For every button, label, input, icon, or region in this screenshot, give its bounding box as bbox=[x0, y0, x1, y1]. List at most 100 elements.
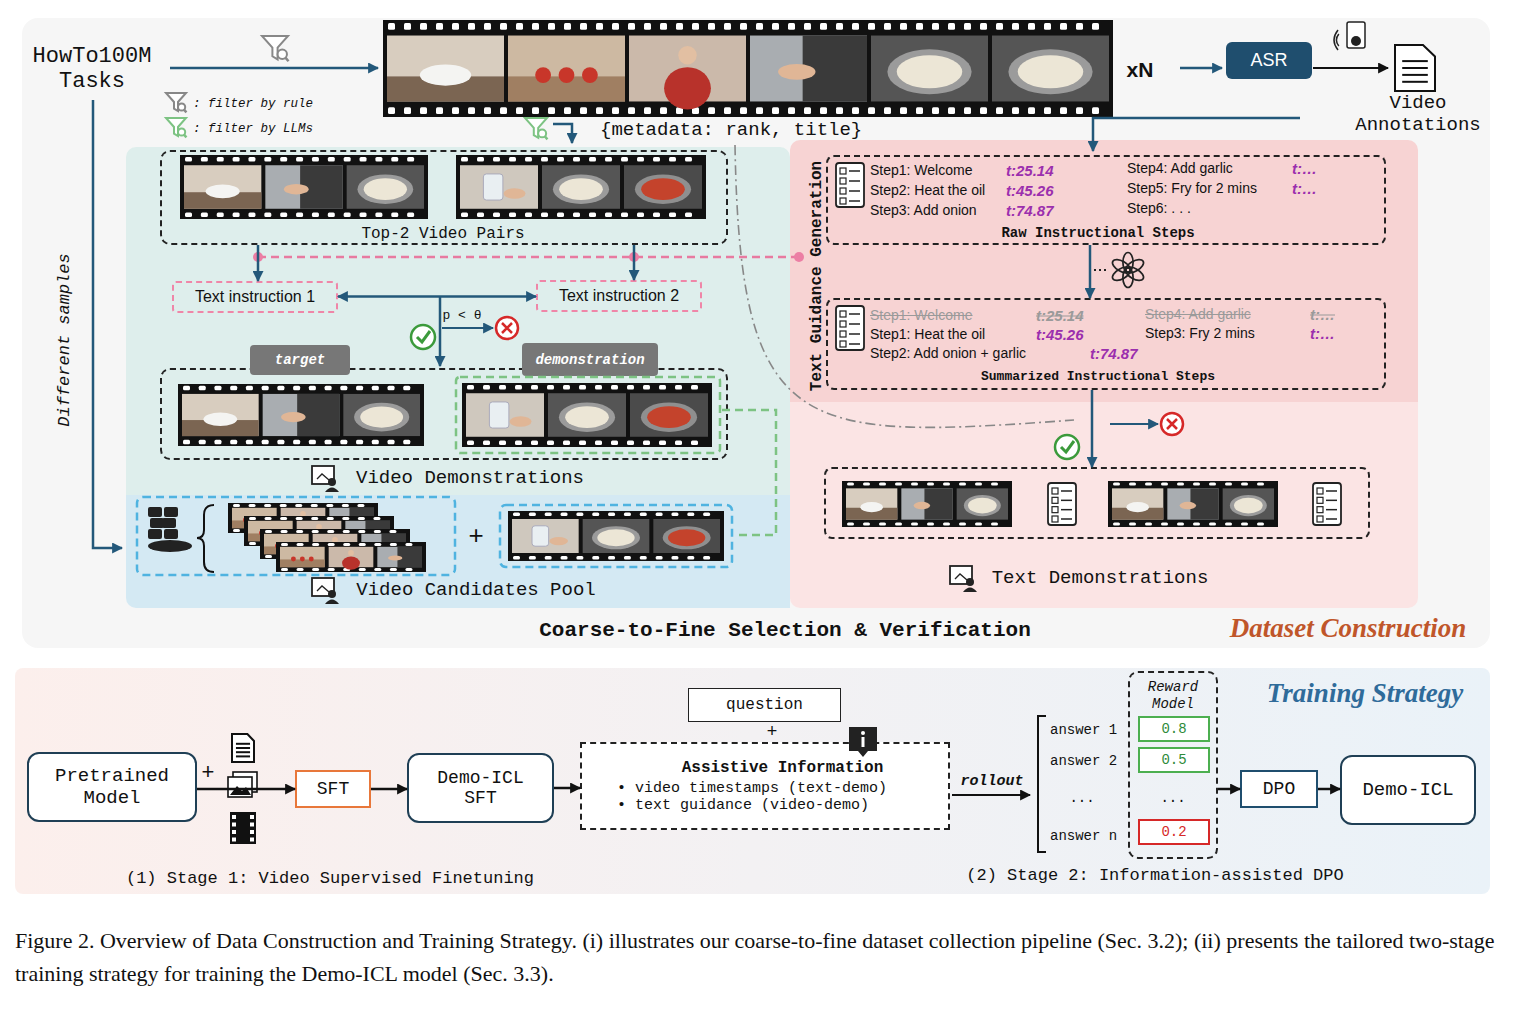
connector bbox=[338, 295, 536, 298]
video-frame-part bbox=[592, 526, 640, 549]
film-strip-part bbox=[611, 441, 618, 445]
film-strip-part bbox=[265, 555, 272, 558]
film-strip-part bbox=[611, 385, 618, 389]
film-strip-part bbox=[621, 213, 628, 217]
film-strip-part bbox=[461, 213, 468, 217]
steps-box: Step1: Welcomet:25.14Step2: Heat the oil… bbox=[826, 155, 1386, 245]
step-text: Step4: Add garlic bbox=[1127, 160, 1233, 176]
video-frame-part bbox=[532, 526, 549, 546]
film-strip-part bbox=[788, 23, 795, 30]
video-frame-part bbox=[387, 76, 504, 101]
video-frame-part bbox=[630, 393, 708, 437]
video-frame bbox=[460, 165, 538, 209]
film-strip-part bbox=[927, 522, 934, 525]
film-strip-part bbox=[407, 157, 414, 161]
film-strip-part bbox=[863, 522, 870, 525]
film-strip-part bbox=[217, 157, 224, 161]
film-strip-part bbox=[312, 543, 319, 546]
plus-sign: + bbox=[202, 759, 215, 785]
video-frame-part bbox=[663, 526, 711, 549]
guidance-link bbox=[258, 256, 799, 259]
film-strip-part bbox=[531, 385, 538, 389]
checklist-icon-part bbox=[840, 311, 846, 317]
video-icon-part bbox=[232, 823, 236, 827]
film-strip-part bbox=[264, 213, 271, 217]
video-frame-part bbox=[361, 534, 406, 554]
film-strip-part bbox=[1129, 482, 1136, 485]
film-strip-part bbox=[375, 213, 382, 217]
video-frame-part bbox=[252, 518, 257, 523]
film-strip-part bbox=[1225, 482, 1232, 485]
film-strip-part bbox=[295, 504, 302, 507]
checklist-icon-part bbox=[840, 188, 846, 194]
document-icon bbox=[232, 734, 254, 762]
film-strip-part bbox=[358, 530, 365, 533]
film-strip-part bbox=[260, 529, 410, 559]
film-strip-part bbox=[357, 504, 364, 507]
demonstration-box: Video Demonstrationstargetdemonstration bbox=[160, 368, 728, 460]
film-strip-part bbox=[405, 568, 412, 571]
film-strip-part bbox=[312, 157, 319, 161]
document-icon-part bbox=[1402, 67, 1428, 69]
film-strip-part bbox=[644, 23, 651, 30]
video-frame-part bbox=[357, 174, 413, 204]
video-frame bbox=[265, 165, 342, 209]
llm-icon-part bbox=[1108, 250, 1148, 290]
film-strip-part bbox=[943, 482, 950, 485]
video-frame-part bbox=[1018, 55, 1084, 88]
video-frame-part bbox=[778, 64, 815, 80]
film-strip-part bbox=[595, 385, 602, 389]
llm-icon-part bbox=[1110, 257, 1132, 276]
box-label: (2) Stage 2: Information-assisted DPO bbox=[966, 866, 1343, 885]
film-strip-part bbox=[217, 213, 224, 217]
video-frame bbox=[624, 165, 702, 209]
video-frame bbox=[313, 534, 358, 557]
timestamp: t:74.87 bbox=[1006, 202, 1054, 219]
film-strip-part bbox=[327, 555, 334, 558]
box-label: DPO bbox=[1263, 779, 1295, 799]
video-frame-part bbox=[549, 537, 568, 545]
film-strip-part bbox=[564, 107, 571, 114]
film-strip-part bbox=[325, 386, 332, 390]
video-pairs-box: Top-2 Video Pairs bbox=[160, 150, 728, 245]
film-strip-part bbox=[1225, 522, 1232, 525]
video-frame-part bbox=[504, 188, 526, 198]
film-strip-part bbox=[374, 543, 381, 546]
video-frame-part bbox=[583, 519, 650, 553]
film-strip-part bbox=[996, 107, 1003, 114]
film-strip bbox=[244, 516, 394, 546]
video-frame-part bbox=[535, 67, 551, 83]
box-label: • video timestamps (text-demo) bbox=[617, 780, 887, 797]
film-strip-part bbox=[342, 529, 349, 532]
film-strip-part bbox=[1113, 482, 1120, 485]
video-frame-part bbox=[565, 406, 609, 428]
video-frame-part bbox=[397, 547, 422, 567]
film-strip-part bbox=[513, 556, 520, 560]
film-strip-part bbox=[563, 441, 570, 445]
film-strip-part bbox=[246, 386, 253, 390]
film-strip-part bbox=[389, 555, 396, 558]
film-strip-part bbox=[358, 517, 365, 520]
film-strip-part bbox=[852, 107, 859, 114]
checklist-icon-part bbox=[1052, 516, 1058, 522]
film-strip-part bbox=[656, 513, 663, 517]
llm-icon-part bbox=[1123, 252, 1133, 272]
check-icon-part bbox=[1055, 435, 1079, 459]
connector bbox=[257, 245, 260, 281]
video-frame-part bbox=[264, 546, 309, 554]
assistive-box: Assistive Information• video timestamps … bbox=[580, 742, 950, 830]
film-strip-part bbox=[911, 482, 918, 485]
video-frame-part bbox=[624, 165, 702, 209]
document-icon-part bbox=[236, 751, 250, 753]
video-frame-part bbox=[281, 508, 326, 528]
video-icon-part bbox=[250, 838, 254, 842]
film-strip-part bbox=[325, 440, 332, 444]
film-strip bbox=[1108, 481, 1278, 527]
timestamp: t:45.26 bbox=[1006, 182, 1054, 199]
demo-icon-part bbox=[955, 574, 967, 580]
candidate-pool: Video Candidates Pool bbox=[126, 495, 790, 608]
checklist-icon-part bbox=[1317, 488, 1323, 494]
film-strip-part bbox=[375, 157, 382, 161]
film-strip-part bbox=[281, 530, 288, 533]
audio-icon-part bbox=[1336, 34, 1338, 46]
